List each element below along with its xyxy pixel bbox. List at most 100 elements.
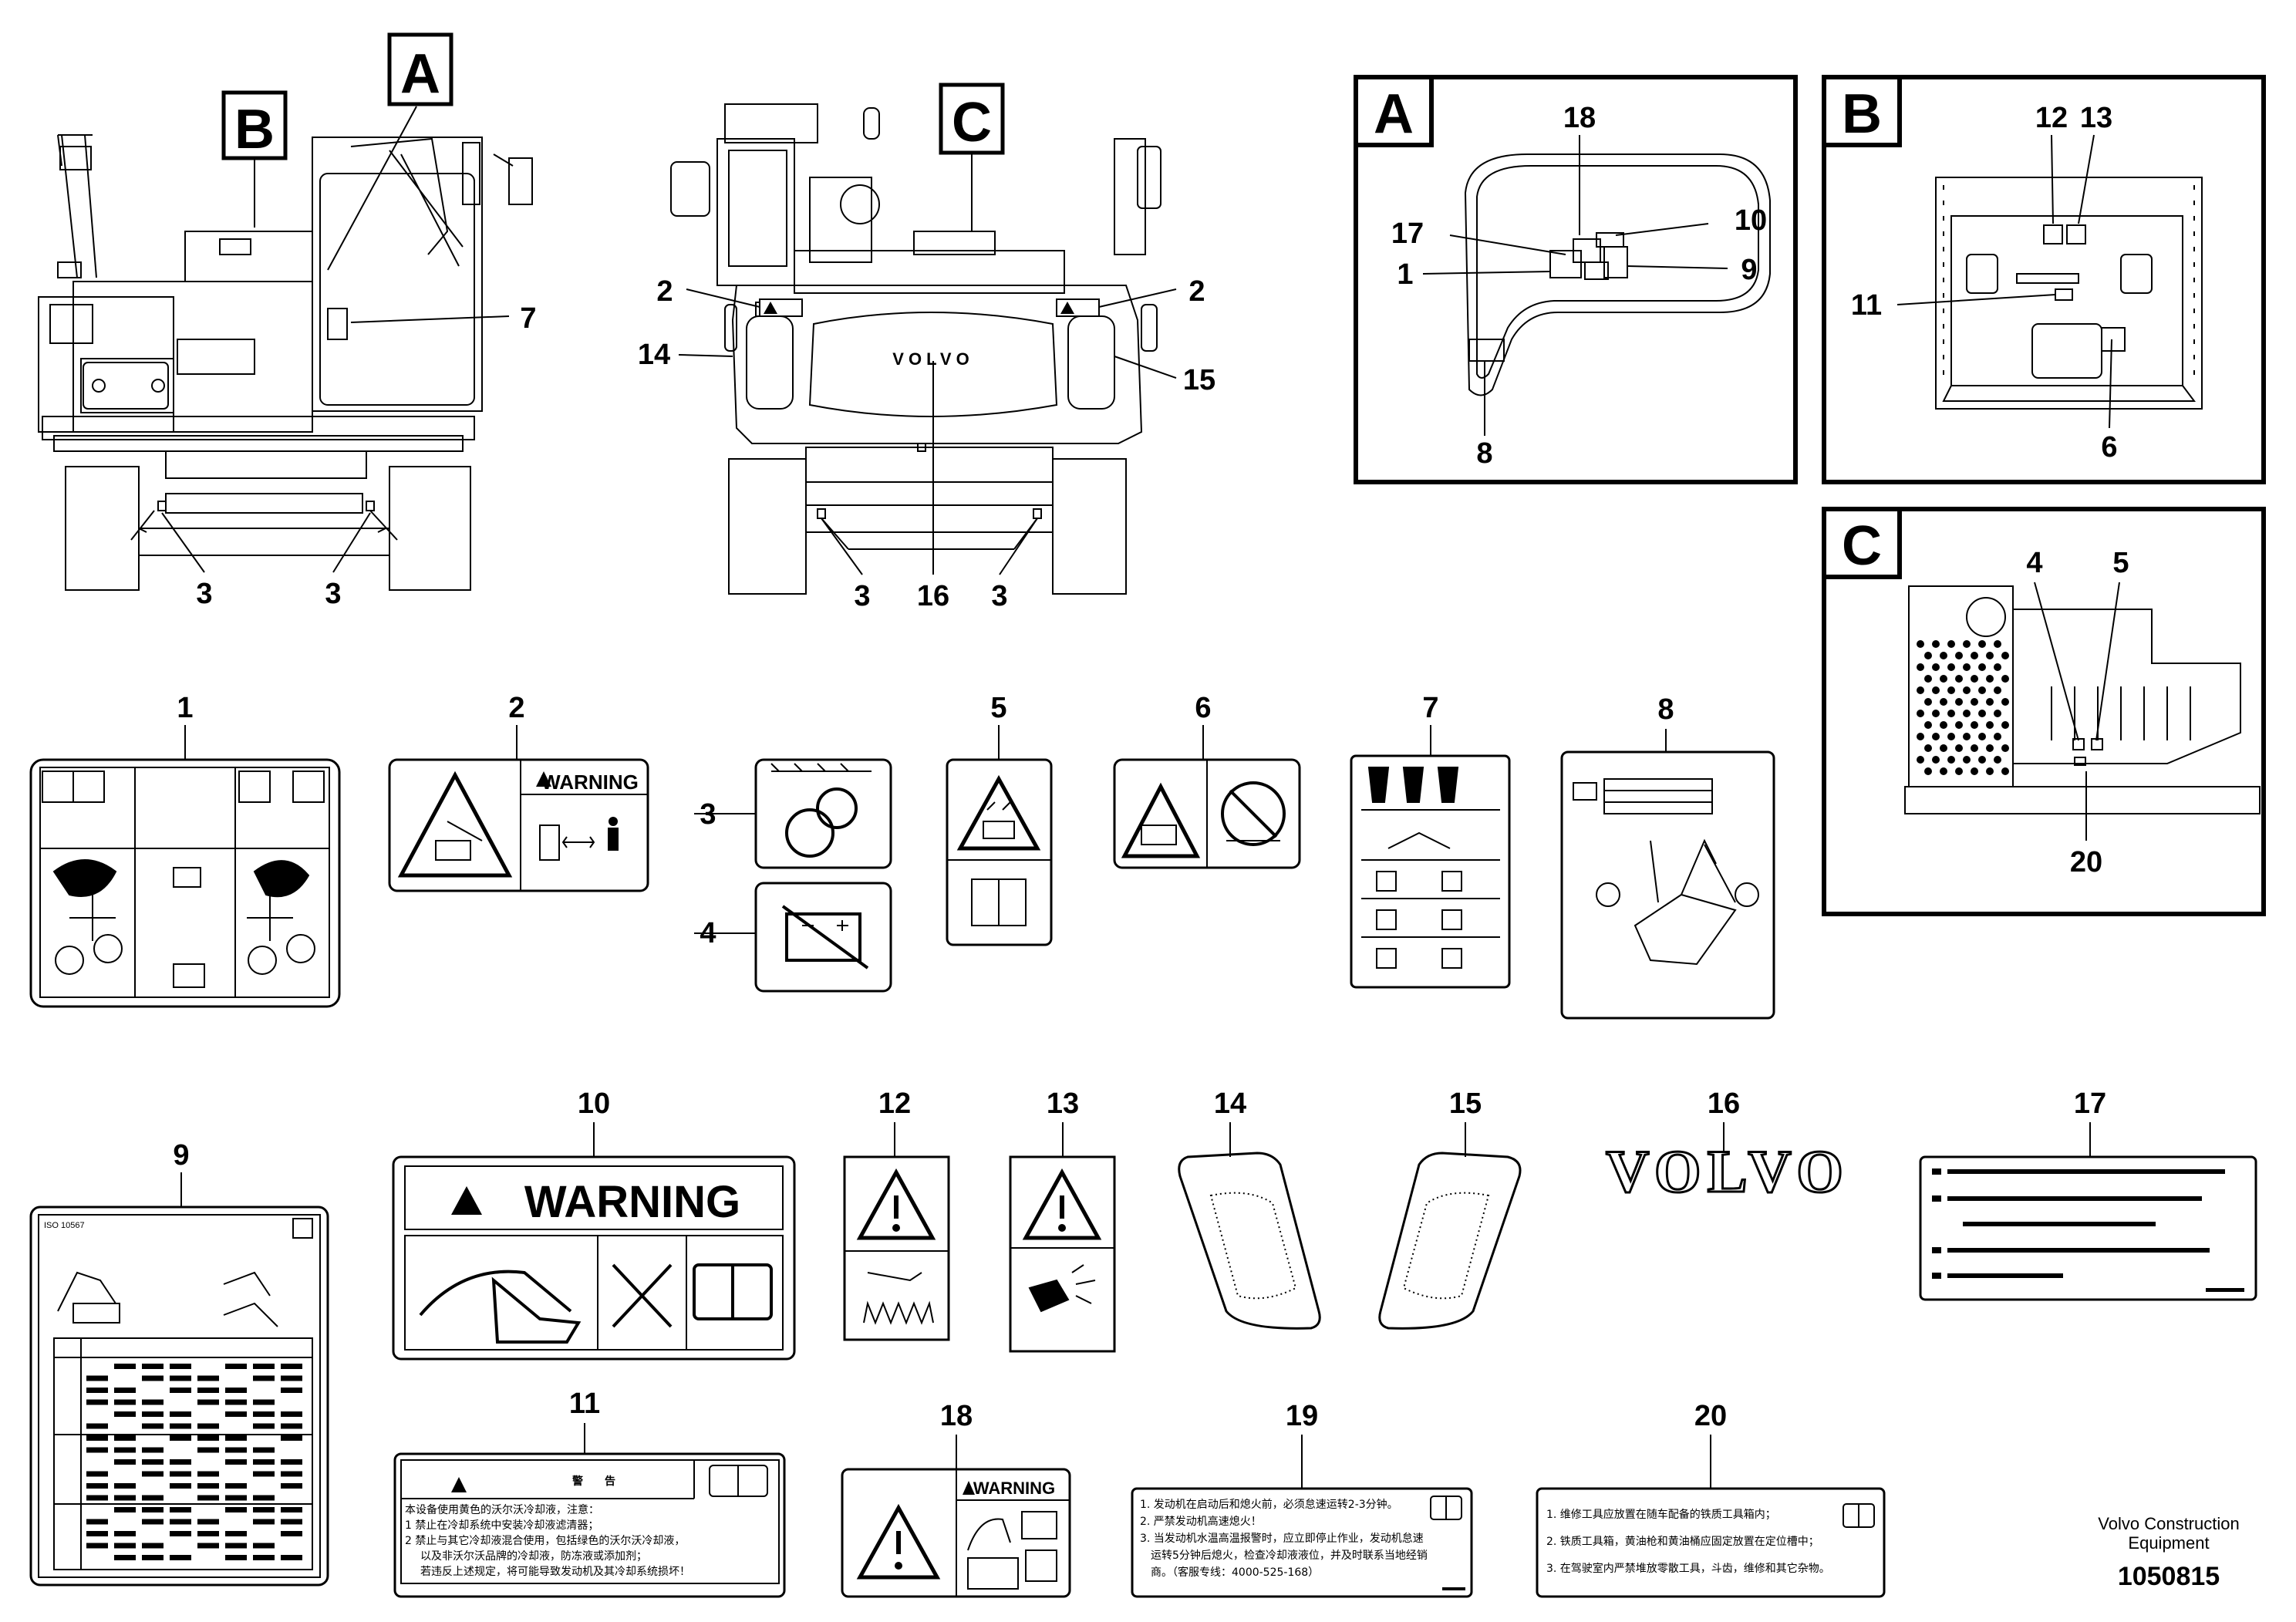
- decal-17-instruction-card: [1920, 1157, 2256, 1300]
- machine-volvo-logo: VOLVO: [892, 349, 973, 369]
- decal-3-label: 3: [700, 798, 716, 831]
- callout-4: 4: [2026, 547, 2042, 579]
- decal-11-label: 11: [569, 1388, 600, 1420]
- detail-b-panel: B: [1824, 77, 2264, 482]
- decal-20-line-3: 3. 在驾驶室内严禁堆放零散工具，斗齿，维修和其它杂物。: [1546, 1562, 1830, 1575]
- decal-20-line-1: 1. 维修工具应放置在随车配备的铁质工具箱内；: [1546, 1508, 1776, 1521]
- detail-a-panel: A: [1356, 77, 1795, 482]
- callout-13: 13: [2080, 102, 2112, 134]
- callout-3b: 3: [325, 578, 341, 610]
- decal-13-label: 13: [1047, 1088, 1079, 1120]
- decal-9-load-chart: [31, 1207, 328, 1585]
- decal-13-pressurized-fluid: [1010, 1157, 1114, 1351]
- decal-7-safety-lock: [1351, 756, 1509, 987]
- decal-11-line-5: 若违反上述规定，将可能导致发动机及其冷却系统损坏！: [420, 1566, 690, 1578]
- callout-9: 9: [1741, 254, 1757, 286]
- decal-2-crush-warning: [389, 760, 648, 891]
- callout-15: 15: [1183, 364, 1215, 396]
- decal-10-warning-text: WARNING: [524, 1177, 740, 1227]
- decal-11-line-2: 1 禁止在冷却系统中安装冷却液滤清器；: [405, 1519, 598, 1532]
- callout-14: 14: [638, 339, 670, 371]
- decal-20-line-2: 2. 铁质工具箱，黄油枪和黄油桶应固定放置在定位槽中；: [1546, 1535, 1819, 1548]
- detail-c-letter: C: [952, 92, 992, 153]
- callout-3d: 3: [991, 580, 1007, 612]
- decal-7-label: 7: [1422, 692, 1438, 724]
- callout-8: 8: [1476, 437, 1492, 470]
- decal-1-label: 1: [177, 692, 193, 724]
- decal-15-label: 15: [1449, 1088, 1482, 1120]
- decal-6-label: 6: [1195, 692, 1211, 724]
- decal-11-line-1: 本设备使用黄色的沃尔沃冷却液，注意：: [405, 1503, 599, 1516]
- callout-5: 5: [2112, 547, 2129, 579]
- decal-19-line-2: 2. 严禁发动机高速熄火！: [1140, 1515, 1262, 1528]
- footer-doc-number: 1050815: [2118, 1562, 2220, 1591]
- detail-a-panel-letter: A: [1374, 83, 1414, 145]
- decal-4-label: 4: [700, 917, 716, 949]
- detail-c-grille-dots: [1917, 640, 2009, 775]
- detail-b-flag: [224, 93, 285, 158]
- decal-19-line-5: 商。（客服专线：4000-525-168）: [1151, 1566, 1319, 1579]
- callout-12: 12: [2035, 102, 2068, 134]
- detail-a-flag: [389, 35, 451, 104]
- footer-brand-line-1: Volvo Construction: [2098, 1514, 2239, 1533]
- decal-11-title: 警 告: [572, 1475, 615, 1488]
- decal-10-label: 10: [578, 1088, 610, 1120]
- decal-2-label: 2: [508, 692, 524, 724]
- callout-17: 17: [1391, 218, 1424, 250]
- detail-c-panel-letter: C: [1842, 515, 1882, 577]
- callout-16: 16: [917, 580, 949, 612]
- decal-19-line-3: 3. 当发动机水温高温报警时，应立即停止作业，发动机怠速: [1140, 1532, 1424, 1545]
- callout-20: 20: [2070, 846, 2102, 878]
- callout-2-left: 2: [656, 275, 673, 308]
- callout-10: 10: [1735, 204, 1767, 237]
- decal-14-rear-reflector-left: [1179, 1153, 1320, 1328]
- callout-18: 18: [1563, 102, 1596, 134]
- decal-1-control-pattern: [31, 760, 339, 1007]
- decal-18-operator-warning: [842, 1469, 1070, 1597]
- callout-1: 1: [1397, 258, 1413, 291]
- decal-11-line-3: 2 禁止与其它冷却液混合使用，包括绿色的沃尔沃冷却液，: [405, 1534, 685, 1547]
- detail-c-flag: [941, 85, 1003, 153]
- decal-16-label: 16: [1708, 1088, 1740, 1120]
- decal-9-title: ISO 10567: [44, 1221, 85, 1230]
- callout-3a: 3: [196, 578, 212, 610]
- decal-8-label: 8: [1657, 693, 1674, 726]
- decal-12-hot-surface: [845, 1157, 949, 1340]
- decal-2-warning-text: WARNING: [541, 771, 639, 794]
- detail-b-panel-letter: B: [1842, 83, 1882, 145]
- decal-19-label: 19: [1286, 1400, 1318, 1432]
- decal-4-battery-disconnect: [756, 883, 891, 991]
- decal-19-line-1: 1. 发动机在启动后和熄火前，必须怠速运转2-3分钟。: [1140, 1498, 1398, 1511]
- decal-19-engine-notice: [1132, 1489, 1472, 1597]
- decal-3-pinch-hazard: [756, 760, 891, 868]
- decal-14-label: 14: [1214, 1088, 1246, 1120]
- decal-18-label: 18: [940, 1400, 973, 1432]
- callout-7: 7: [520, 302, 536, 335]
- decal-8-lifting-points: [1562, 752, 1774, 1018]
- decal-5-label: 5: [990, 692, 1006, 724]
- detail-b-letter: B: [234, 99, 275, 160]
- decal-18-warning-text: WARNING: [973, 1479, 1055, 1498]
- decal-6-fan-hazard: [1114, 760, 1300, 868]
- detail-a-letter: A: [400, 43, 440, 105]
- excavator-left-view: [39, 135, 1114, 590]
- decal-16-volvo-logo: VOLVO: [1606, 1138, 1849, 1205]
- decal-10-coolant-warning: [393, 1157, 794, 1359]
- callout-2-right: 2: [1188, 275, 1205, 308]
- callout-6: 6: [2101, 431, 2117, 464]
- decal-20-label: 20: [1694, 1400, 1727, 1432]
- callout-11: 11: [1851, 289, 1882, 322]
- decal-11-line-4: 以及非沃尔沃品牌的冷却液，防冻液或添加剂；: [420, 1549, 647, 1563]
- footer-brand-line-2: Equipment: [2128, 1533, 2209, 1553]
- detail-c-panel: C: [1824, 509, 2264, 914]
- decal-15-rear-reflector-right: [1380, 1153, 1520, 1328]
- decal-9-load-grid: [86, 1364, 302, 1560]
- decal-17-label: 17: [2074, 1088, 2106, 1120]
- callout-3c: 3: [854, 580, 870, 612]
- decal-19-line-4: 运转5分钟后熄火，检查冷却液液位，并及时联系当地经销: [1151, 1549, 1428, 1562]
- decal-11-coolant-notice: [395, 1454, 784, 1597]
- decal-12-label: 12: [878, 1088, 911, 1120]
- decal-5-battery-explosion: [947, 760, 1051, 945]
- decal-20-tool-storage-notice: [1537, 1489, 1884, 1597]
